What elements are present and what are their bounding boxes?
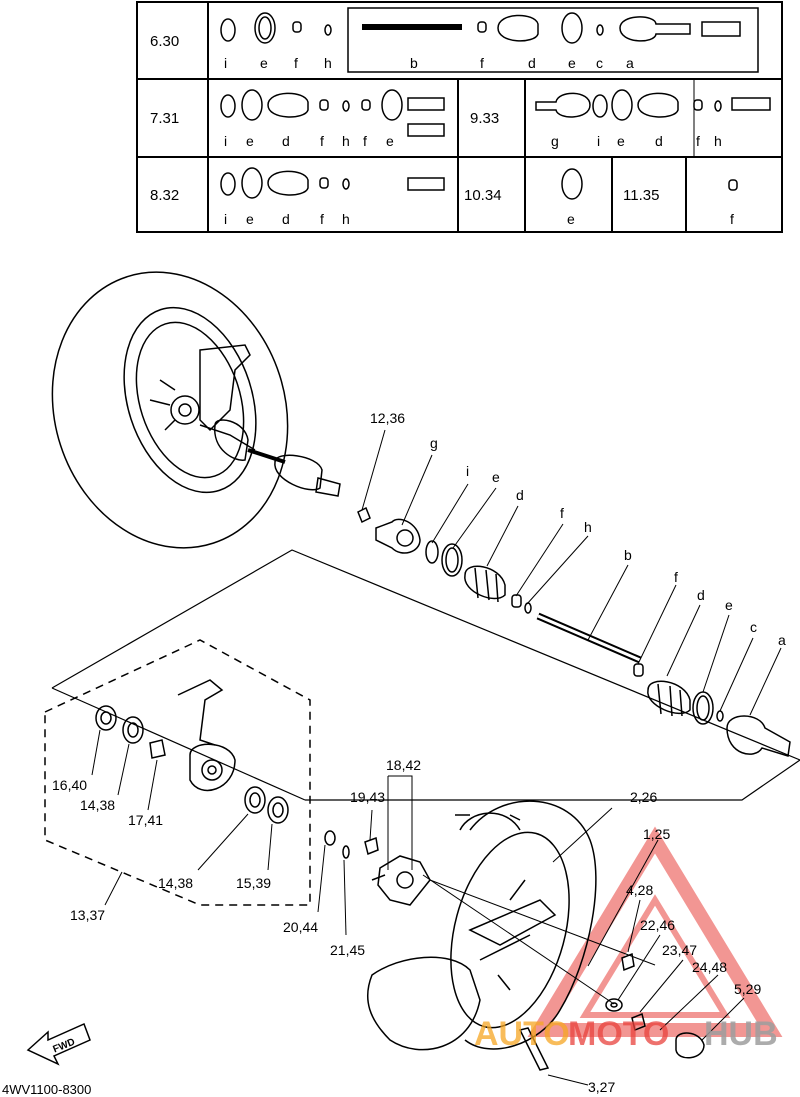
row1-letter-4: h bbox=[324, 55, 332, 71]
callout-12-36: 12,36 bbox=[370, 410, 405, 426]
axle-nut-parts bbox=[605, 952, 705, 1059]
row2-letter-1: i bbox=[224, 133, 227, 149]
wheel-hub-parts bbox=[364, 836, 431, 906]
row2-letter-6: f bbox=[363, 133, 367, 149]
lower-wheel-assembly bbox=[367, 800, 597, 1071]
row1-letter-1: i bbox=[224, 55, 227, 71]
forward-arrow-icon: FWD bbox=[26, 1022, 91, 1066]
row1-part-icons bbox=[220, 12, 741, 44]
steering-knuckle-parts bbox=[95, 679, 350, 859]
row1-letter-9: c bbox=[596, 55, 603, 71]
callout-3-27: 3,27 bbox=[588, 1079, 615, 1095]
watermark-text-auto: AUTO bbox=[474, 1015, 570, 1053]
callout-leader-lines bbox=[91, 429, 782, 1086]
row3-letter-2: e bbox=[246, 211, 254, 227]
row1-letter-3: f bbox=[294, 55, 298, 71]
row2-ref2: 9.33 bbox=[470, 110, 499, 127]
callout-24-48: 24,48 bbox=[692, 959, 727, 975]
callout-17-41: 17,41 bbox=[128, 812, 163, 828]
row3-letter2-1: e bbox=[567, 211, 575, 227]
row1-letter-10: a bbox=[626, 55, 634, 71]
row1-letter-2: e bbox=[260, 55, 268, 71]
kit-contents-table bbox=[136, 1, 783, 233]
automotohub-watermark-text: AUTO MOTO HUB bbox=[474, 1015, 778, 1053]
callout-f: f bbox=[560, 505, 564, 521]
row2-letter2-5: f bbox=[696, 133, 700, 149]
row2-letter2-3: e bbox=[617, 133, 625, 149]
row2-letter-2: e bbox=[246, 133, 254, 149]
row3-part-icons bbox=[220, 167, 738, 200]
row2-letter-5: h bbox=[342, 133, 350, 149]
callout-15-39: 15,39 bbox=[236, 875, 271, 891]
row1-letter-8: e bbox=[568, 55, 576, 71]
callout-a: a bbox=[778, 632, 786, 648]
row3-ref: 8.32 bbox=[150, 187, 179, 204]
row1-letter-7: d bbox=[528, 55, 536, 71]
row3-letter-3: d bbox=[282, 211, 290, 227]
callout-1-25: 1,25 bbox=[643, 826, 670, 842]
row2-ref: 7.31 bbox=[150, 110, 179, 127]
callout-20-44: 20,44 bbox=[283, 919, 318, 935]
upper-wheel-assembly bbox=[51, 271, 341, 549]
callout-e-right: e bbox=[725, 597, 733, 613]
part-code: 4WV1100-8300 bbox=[2, 1082, 91, 1097]
driveshaft-exploded-parts bbox=[357, 506, 791, 757]
row3-letter3-1: f bbox=[730, 211, 734, 227]
callout-h: h bbox=[584, 519, 592, 535]
callout-21-45: 21,45 bbox=[330, 942, 365, 958]
callout-e: e bbox=[492, 469, 500, 485]
row3-ref3: 11.35 bbox=[623, 187, 659, 204]
callout-c: c bbox=[750, 619, 757, 635]
callout-f-right: f bbox=[674, 569, 678, 585]
callout-22-46: 22,46 bbox=[640, 917, 675, 933]
row2-letter-3: d bbox=[282, 133, 290, 149]
callout-g: g bbox=[430, 435, 438, 451]
row1-ref: 6.30 bbox=[150, 33, 179, 50]
callout-14-38-lower: 14,38 bbox=[158, 875, 193, 891]
row2-letter2-2: i bbox=[597, 133, 600, 149]
row3-letter-5: h bbox=[342, 211, 350, 227]
exploded-view-bounding-lines bbox=[51, 549, 800, 801]
callout-19-43: 19,43 bbox=[350, 789, 385, 805]
callout-b: b bbox=[624, 547, 632, 563]
row2-part-icons bbox=[220, 89, 771, 137]
callout-d-right: d bbox=[697, 587, 705, 603]
row3-letter-4: f bbox=[320, 211, 324, 227]
callout-4-28: 4,28 bbox=[626, 882, 653, 898]
callout-13-37: 13,37 bbox=[70, 907, 105, 923]
row3-ref2: 10.34 bbox=[464, 187, 502, 204]
callout-14-38-upper: 14,38 bbox=[80, 797, 115, 813]
watermark-text-moto: MOTO bbox=[568, 1015, 669, 1053]
row2-letter-4: f bbox=[320, 133, 324, 149]
row2-letter2-6: h bbox=[714, 133, 722, 149]
callout-18-42: 18,42 bbox=[386, 757, 421, 773]
row2-letter2-4: d bbox=[655, 133, 663, 149]
knuckle-kit-dashed-box bbox=[44, 639, 311, 906]
row2-letter2-1: g bbox=[551, 133, 559, 149]
callout-2-26: 2,26 bbox=[630, 789, 657, 805]
row2-letter-7: e bbox=[386, 133, 394, 149]
watermark-text-hub: HUB bbox=[704, 1015, 778, 1053]
callout-16-40: 16,40 bbox=[52, 777, 87, 793]
row1-letter-6: f bbox=[480, 55, 484, 71]
row1-letter-5: b bbox=[410, 55, 418, 71]
row3-letter-1: i bbox=[224, 211, 227, 227]
callout-d: d bbox=[516, 487, 524, 503]
callout-5-29: 5,29 bbox=[734, 981, 761, 997]
callout-23-47: 23,47 bbox=[662, 942, 697, 958]
automotohub-watermark-logo bbox=[527, 826, 783, 1037]
callout-i: i bbox=[466, 463, 469, 479]
